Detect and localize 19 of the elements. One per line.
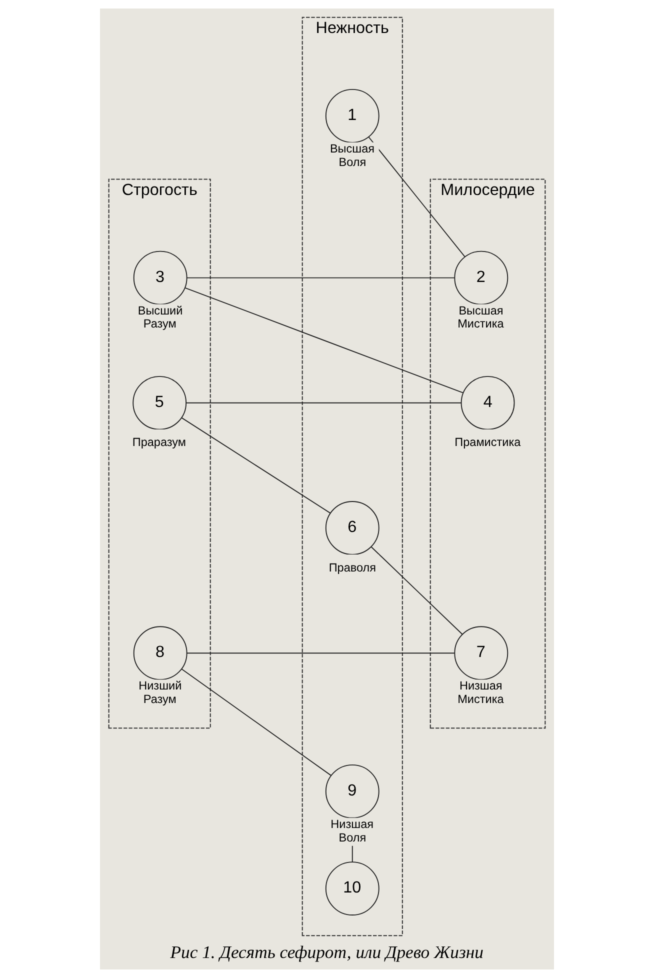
connector (184, 287, 464, 394)
node-label: Низшая Мистика (457, 680, 504, 706)
connector (186, 652, 454, 654)
node-label: Высший Разум (137, 304, 182, 331)
node-label: Прамистика (454, 436, 520, 450)
connector (180, 417, 330, 514)
node-label: Праразум (132, 436, 186, 450)
connector (368, 136, 465, 258)
caption: Рис 1. Десять сефирот, или Древо Жизни (170, 942, 483, 962)
node-label: Праволя (328, 561, 376, 574)
node-label: Низшая Воля (330, 818, 374, 844)
connector (186, 277, 454, 278)
connector (180, 668, 331, 776)
node-label: Высшая Воля (329, 142, 374, 169)
node-label: Низший Разум (138, 680, 182, 706)
node-circle: 10 (324, 862, 379, 916)
connector (185, 402, 462, 404)
node-label: Высшая Мистика (457, 304, 504, 331)
connector (370, 546, 462, 635)
